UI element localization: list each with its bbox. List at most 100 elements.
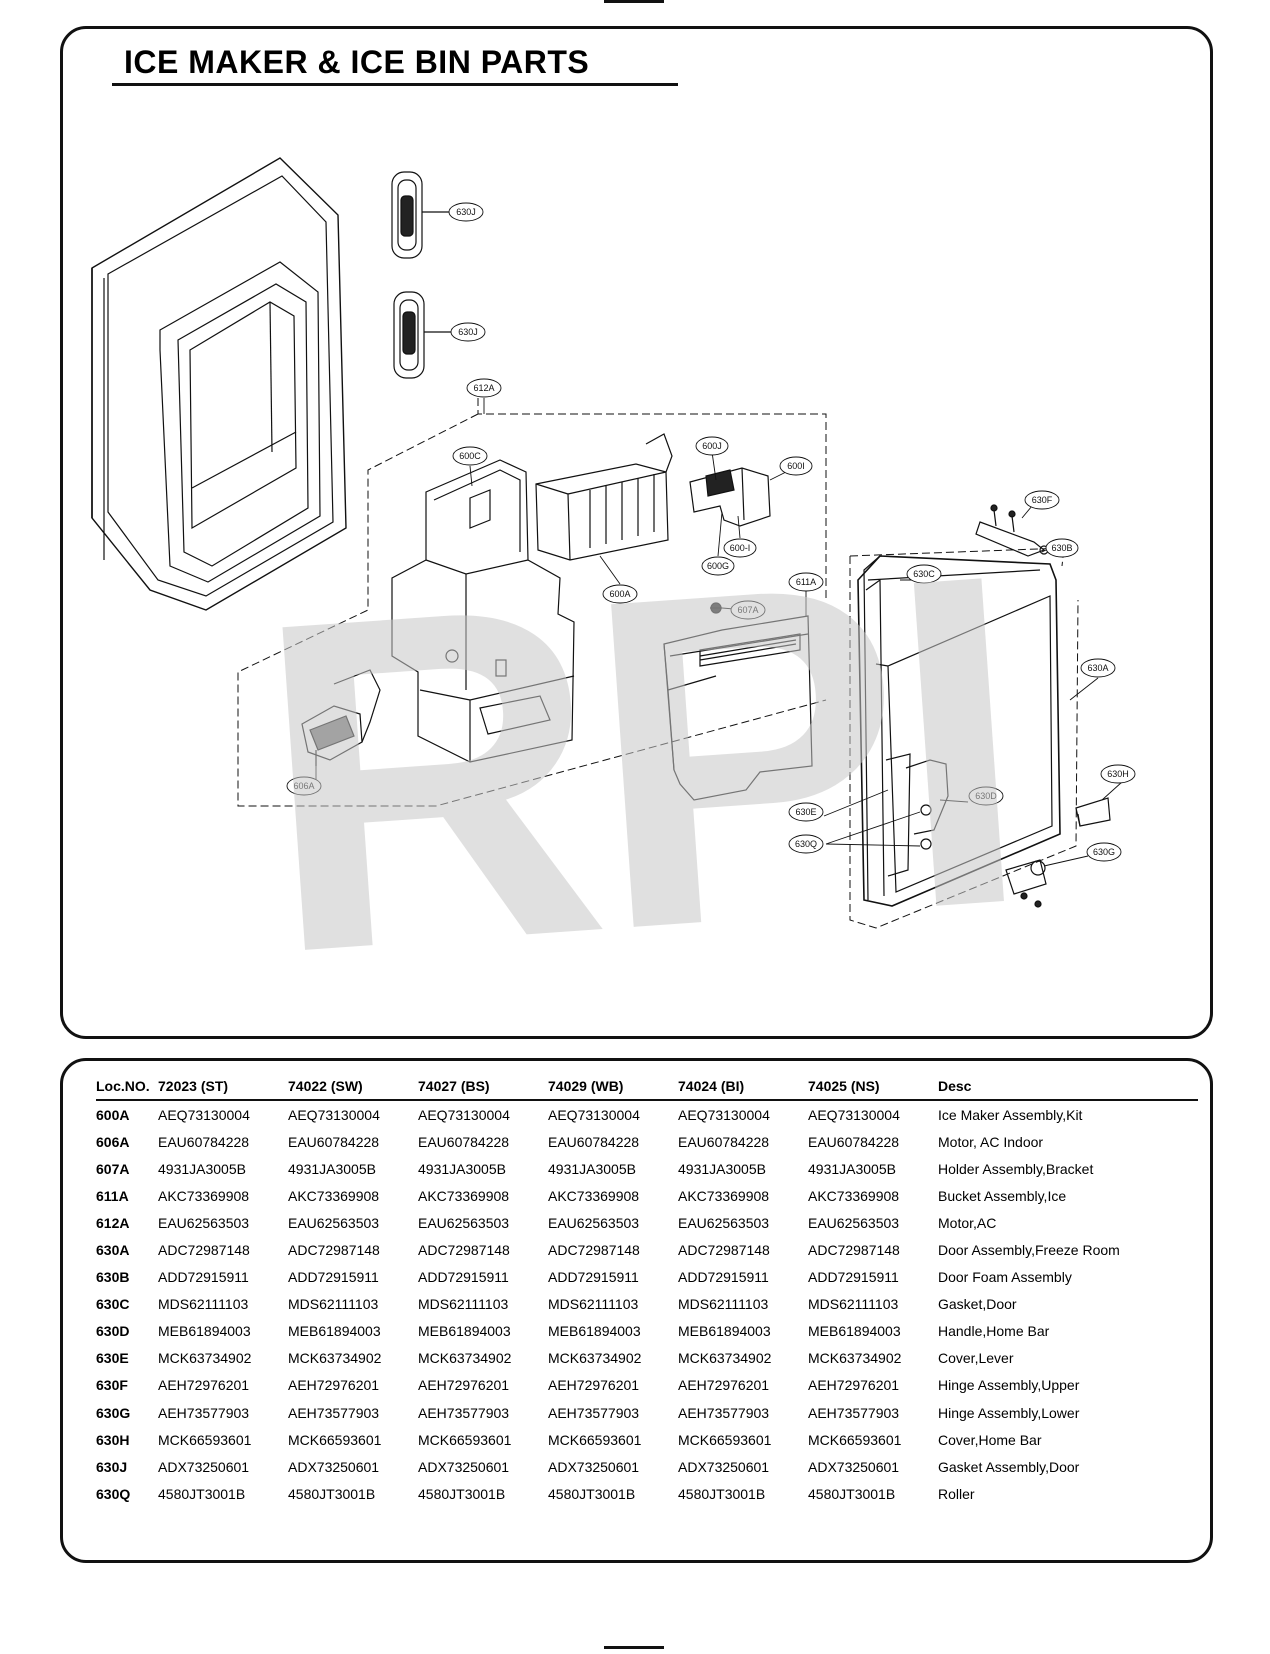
column-header: 72023 (ST) bbox=[158, 1072, 288, 1101]
part-number-cell: MCK66593601 bbox=[418, 1431, 512, 1448]
part-number-cell: 4931JA3005B bbox=[548, 1160, 636, 1177]
callout-label: 630E bbox=[795, 807, 816, 817]
part-number-cell: 4580JT3001B bbox=[678, 1485, 766, 1502]
top-page-tick bbox=[604, 0, 664, 3]
column-header: Loc.NO. bbox=[96, 1072, 158, 1101]
loc-no-cell: 612A bbox=[96, 1214, 130, 1231]
callout-labels: 630J 630J 612A 600C 600J 600I 600-I 600G… bbox=[293, 207, 1128, 857]
callout-bubbles bbox=[286, 202, 1136, 862]
callout-label: 630A bbox=[1087, 663, 1108, 673]
column-header: 74022 (SW) bbox=[288, 1072, 418, 1101]
part-number-cell: AKC73369908 bbox=[288, 1187, 380, 1204]
part-number-cell: EAU60784228 bbox=[808, 1133, 900, 1150]
part-number-cell: AEH73577903 bbox=[158, 1404, 250, 1421]
callout-label: 600G bbox=[707, 561, 729, 571]
part-number-cell: ADD72915911 bbox=[158, 1269, 249, 1286]
loc-no-cell: 630D bbox=[96, 1323, 130, 1340]
part-number-cell: EAU60784228 bbox=[158, 1133, 250, 1150]
part-number-cell: ADD72915911 bbox=[418, 1269, 509, 1286]
part-number-cell: MEB61894003 bbox=[418, 1323, 511, 1340]
loc-no-cell: 630Q bbox=[96, 1485, 131, 1502]
part-number-cell: ADC72987148 bbox=[548, 1242, 640, 1259]
part-number-cell: ADC72987148 bbox=[418, 1242, 510, 1259]
loc-no-cell: 630G bbox=[96, 1404, 131, 1421]
desc-cell: Roller bbox=[938, 1485, 975, 1502]
part-number-cell: EAU62563503 bbox=[678, 1214, 770, 1231]
part-number-cell: AEH72976201 bbox=[418, 1377, 510, 1394]
part-number-cell: ADD72915911 bbox=[808, 1269, 899, 1286]
callout-label: 630D bbox=[975, 791, 997, 801]
part-number-cell: ADX73250601 bbox=[418, 1458, 510, 1475]
callout-label: 630J bbox=[458, 327, 478, 337]
exploded-parts-diagram: 630J 630J 612A 600C 600J 600I 600-I 600G… bbox=[91, 157, 1136, 929]
column-header: Desc bbox=[938, 1072, 1198, 1101]
part-number-cell: MDS62111103 bbox=[548, 1296, 639, 1313]
desc-cell: Motor,AC bbox=[938, 1214, 997, 1231]
part-number-cell: MEB61894003 bbox=[158, 1323, 251, 1340]
hinge-lower-630g bbox=[1005, 859, 1047, 908]
bottom-page-tick bbox=[604, 1646, 664, 1649]
part-number-cell: ADX73250601 bbox=[548, 1458, 640, 1475]
table-row: 611A AKC73369908 AKC73369908 AKC73369908 AKC… bbox=[96, 1182, 1198, 1209]
part-number-cell: MCK63734902 bbox=[418, 1350, 512, 1367]
part-number-cell: 4931JA3005B bbox=[678, 1160, 766, 1177]
part-number-cell: MDS62111103 bbox=[288, 1296, 379, 1313]
part-number-cell: AEH72976201 bbox=[288, 1377, 380, 1394]
desc-cell: Hinge Assembly,Upper bbox=[938, 1377, 1080, 1394]
part-number-cell: AEQ73130004 bbox=[678, 1106, 770, 1123]
part-number-cell: AKC73369908 bbox=[158, 1187, 250, 1204]
part-number-cell: AEH73577903 bbox=[678, 1404, 770, 1421]
part-number-cell: ADC72987148 bbox=[678, 1242, 770, 1259]
part-number-cell: AKC73369908 bbox=[678, 1187, 770, 1204]
leader-lines bbox=[315, 398, 1123, 867]
group-612a-outline bbox=[237, 398, 827, 807]
callout-label: 630F bbox=[1032, 495, 1053, 505]
ice-bucket-611a bbox=[663, 615, 813, 801]
part-number-cell: 4931JA3005B bbox=[288, 1160, 376, 1177]
desc-cell: Bucket Assembly,Ice bbox=[938, 1187, 1067, 1204]
part-number-cell: EAU60784228 bbox=[678, 1133, 770, 1150]
part-number-cell: AEQ73130004 bbox=[418, 1106, 510, 1123]
door-frame-dashed bbox=[849, 547, 1079, 929]
part-number-cell: 4931JA3005B bbox=[808, 1160, 896, 1177]
column-header: 74029 (WB) bbox=[548, 1072, 678, 1101]
part-number-cell: AEH72976201 bbox=[678, 1377, 770, 1394]
part-number-cell: ADD72915911 bbox=[548, 1269, 639, 1286]
desc-cell: Cover,Lever bbox=[938, 1350, 1014, 1367]
desc-cell: Gasket Assembly,Door bbox=[938, 1458, 1080, 1475]
part-number-cell: EAU60784228 bbox=[548, 1133, 640, 1150]
ice-maker-600a bbox=[535, 433, 673, 561]
part-number-cell: AEH73577903 bbox=[288, 1404, 380, 1421]
part-number-cell: 4580JT3001B bbox=[808, 1485, 896, 1502]
part-number-cell: EAU60784228 bbox=[418, 1133, 510, 1150]
callout-label: 606A bbox=[293, 781, 314, 791]
part-number-cell: AKC73369908 bbox=[418, 1187, 510, 1204]
part-number-cell: ADD72915911 bbox=[288, 1269, 379, 1286]
part-number-cell: EAU62563503 bbox=[548, 1214, 640, 1231]
loc-no-cell: 611A bbox=[96, 1187, 129, 1204]
part-number-cell: MCK66593601 bbox=[158, 1431, 252, 1448]
callout-label: 630B bbox=[1051, 543, 1072, 553]
callout-label: 611A bbox=[796, 577, 816, 587]
part-number-cell: AEQ73130004 bbox=[288, 1106, 380, 1123]
desc-cell: Door Assembly,Freeze Room bbox=[938, 1242, 1120, 1259]
callout-label: 630G bbox=[1093, 847, 1115, 857]
part-number-cell: AEQ73130004 bbox=[158, 1106, 250, 1123]
part-number-cell: MCK66593601 bbox=[288, 1431, 382, 1448]
callout-label: 600J bbox=[702, 441, 722, 451]
callout-label: 630Q bbox=[795, 839, 817, 849]
part-number-cell: MCK63734902 bbox=[288, 1350, 382, 1367]
page-title: ICE MAKER & ICE BIN PARTS bbox=[124, 44, 590, 80]
column-header: 74025 (NS) bbox=[808, 1072, 938, 1101]
callout-label: 600A bbox=[609, 589, 630, 599]
